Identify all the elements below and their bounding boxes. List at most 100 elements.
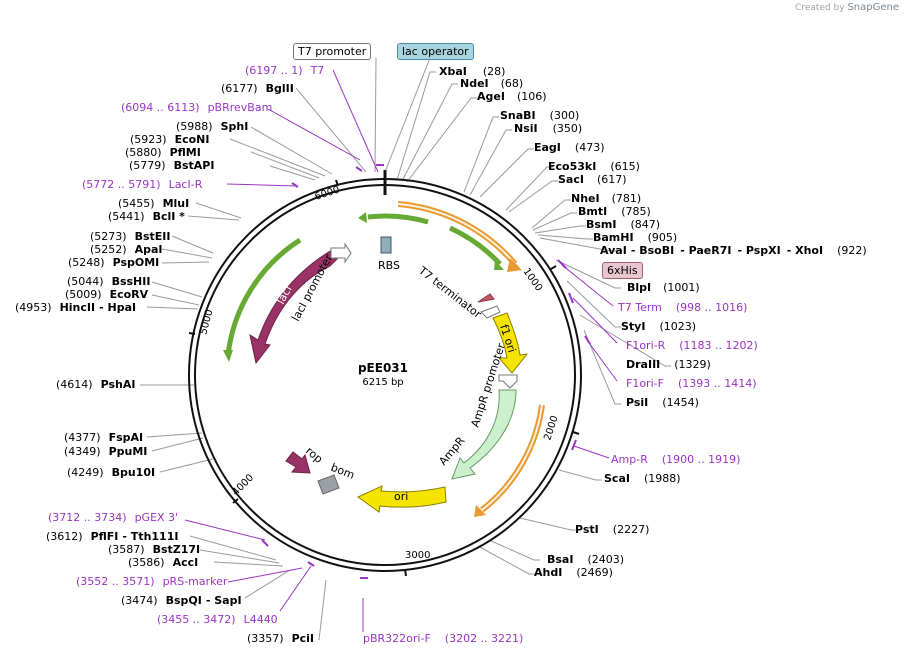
site-draiii: DraIII — [626, 358, 660, 371]
ampr-promoter-arrow[interactable] — [498, 374, 518, 389]
tick-6000: 6000 — [314, 185, 342, 203]
site-snabi: SnaBI — [500, 109, 536, 122]
primer-pgex3: pGEX 3' — [135, 511, 179, 524]
laci-promoter-arrow[interactable] — [330, 242, 352, 264]
svg-text:BamHI(905): BamHI(905) — [593, 231, 677, 244]
svg-text:(3474)BspQI- SapI: (3474)BspQI- SapI — [121, 594, 242, 607]
svg-text:(5455)MluI: (5455)MluI — [118, 197, 189, 210]
f1-ori-arrow[interactable] — [492, 312, 529, 374]
site-ahdi: AhdI — [534, 566, 562, 579]
site-fspai: FspAI — [109, 431, 144, 444]
tick-5000: 5000 — [198, 308, 215, 335]
site-bspqi: BspQI — [166, 594, 202, 607]
svg-text:SnaBI(300): SnaBI(300) — [500, 109, 579, 122]
svg-text:(4953)HincII- HpaI: (4953)HincII- HpaI — [15, 301, 136, 314]
site-psii: PsiI — [626, 396, 648, 409]
primer-t7: T7 — [310, 64, 325, 77]
svg-text:DraIII(1329): DraIII(1329) — [626, 358, 711, 371]
orange-arrow-upper[interactable] — [397, 201, 518, 266]
svg-text:(5009)EcoRV: (5009)EcoRV — [65, 288, 149, 301]
svg-text:(5044)BssHII: (5044)BssHII — [67, 275, 150, 288]
site-bmti: BmtI — [578, 205, 607, 218]
svg-text:AhdI(2469): AhdI(2469) — [534, 566, 613, 579]
plasmid-name: pEE031 — [358, 361, 408, 375]
svg-text:(5273)BstEII: (5273)BstEII — [90, 230, 170, 243]
site-apai: ApaI — [135, 243, 163, 256]
site-psti: PstI — [575, 523, 599, 536]
svg-text:(3357)PciI: (3357)PciI — [247, 632, 314, 645]
green-arrow-t7[interactable] — [448, 225, 502, 266]
site-eco53ki: Eco53kI — [548, 160, 596, 173]
site-xbai: XbaI — [439, 65, 467, 78]
primer-pbrrevbam: pBRrevBam — [208, 101, 273, 114]
laci-arrow[interactable] — [249, 249, 339, 365]
leader-lines — [140, 57, 671, 641]
site-ppumi: PpuMI — [109, 445, 148, 458]
t7-terminator-label: T7 terminator — [415, 264, 484, 322]
primer-f1ori-f: F1ori-F — [626, 377, 664, 390]
label-t7-promoter[interactable]: T7 promoter — [293, 43, 372, 60]
site-bpu10i: Bpu10I — [112, 466, 156, 479]
ori-arrow[interactable] — [357, 485, 447, 513]
svg-text:PsiI(1454): PsiI(1454) — [626, 396, 699, 409]
site-hincii: HincII — [60, 301, 96, 314]
svg-text:PstI(2227): PstI(2227) — [575, 523, 649, 536]
site-bamhi: BamHI — [593, 231, 634, 244]
primer-pbr322ori-f: pBR322ori-F — [363, 632, 431, 645]
site-bstz17i: BstZ17I — [153, 543, 201, 556]
svg-text:(4349)PpuMI: (4349)PpuMI — [64, 445, 147, 458]
primer-marks — [261, 164, 591, 579]
site-pshai: PshAI — [101, 378, 136, 391]
svg-text:(6094 .. 6113)pBRrevBam: (6094 .. 6113)pBRrevBam — [121, 101, 272, 114]
svg-text:(5252)ApaI: (5252)ApaI — [90, 243, 162, 256]
site-saci: SacI — [558, 173, 584, 186]
green-arrow-left-head — [223, 350, 233, 362]
label-lac-operator[interactable]: lac operator — [397, 43, 474, 60]
orange-arrow-upper-core — [397, 203, 516, 265]
svg-text:Eco53kI(615): Eco53kI(615) — [548, 160, 640, 173]
primer-l4440: L4440 — [244, 613, 278, 626]
site-ecorv: EcoRV — [110, 288, 149, 301]
rop-arrow[interactable] — [285, 451, 311, 474]
green-arrow-top[interactable] — [367, 213, 429, 225]
svg-text:(5880)PflMI: (5880)PflMI — [125, 146, 201, 159]
primer-t7-term: T7 Term — [617, 301, 662, 314]
snapgene-watermark: Created by SnapGene — [795, 2, 899, 13]
label-6xhis[interactable]: 6xHis — [602, 262, 643, 279]
site-bstapi: BstAPI — [174, 159, 215, 172]
site-pspomi: PspOMI — [113, 256, 160, 269]
svg-text:(3552 .. 3571)pRS-marker: (3552 .. 3571)pRS-marker — [76, 575, 228, 588]
svg-text:(5988)SphI: (5988)SphI — [176, 120, 248, 133]
site-agei: AgeI — [477, 90, 505, 103]
primer-prs-marker: pRS-marker — [163, 575, 228, 588]
green-arrow-left[interactable] — [225, 237, 302, 356]
svg-text:T7 Term(998 .. 1016): T7 Term(998 .. 1016) — [617, 301, 747, 314]
small-promoter-feature[interactable] — [480, 305, 501, 319]
svg-text:(6197 .. 1)T7: (6197 .. 1)T7 — [245, 64, 324, 77]
svg-text:(4614)PshAI: (4614)PshAI — [56, 378, 135, 391]
orange-arrow-lower-head — [474, 505, 486, 517]
site-nsii: NsiI — [514, 122, 538, 135]
svg-text:(3712 .. 3734)pGEX 3': (3712 .. 3734)pGEX 3' — [48, 511, 178, 524]
svg-text:(3586)AccI: (3586)AccI — [128, 556, 198, 569]
svg-text:(5923)EcoNI: (5923)EcoNI — [130, 133, 209, 146]
ori-label: ori — [394, 490, 408, 503]
svg-text:(5248)PspOMI: (5248)PspOMI — [68, 256, 159, 269]
site-avai: AvaI — [600, 244, 627, 257]
ampr-arrow[interactable] — [451, 389, 517, 480]
svg-text:AvaI- BsoBI- PaeR7I- PspXI- Xh: AvaI- BsoBI- PaeR7I- PspXI- XhoI(922) — [600, 244, 867, 257]
bom-feature[interactable] — [317, 474, 340, 495]
site-bglii: BglII — [266, 82, 294, 95]
svg-text:(3455 .. 3472)L4440: (3455 .. 3472)L4440 — [157, 613, 278, 626]
rbs-feature[interactable] — [380, 236, 392, 254]
svg-text:NheI(781): NheI(781) — [571, 192, 641, 205]
snapgene-logo: SnapGene — [847, 2, 899, 13]
site-bsshii: BssHII — [112, 275, 151, 288]
plasmid-size: 6215 bp — [362, 377, 403, 388]
green-arrow-top-head — [358, 212, 367, 223]
site-sphi: SphI — [221, 120, 249, 133]
site-bsai: BsaI — [547, 553, 573, 566]
t7-terminator-feature[interactable] — [477, 293, 495, 303]
site-scai: ScaI — [604, 472, 630, 485]
svg-text:BlpI(1001): BlpI(1001) — [627, 281, 700, 294]
